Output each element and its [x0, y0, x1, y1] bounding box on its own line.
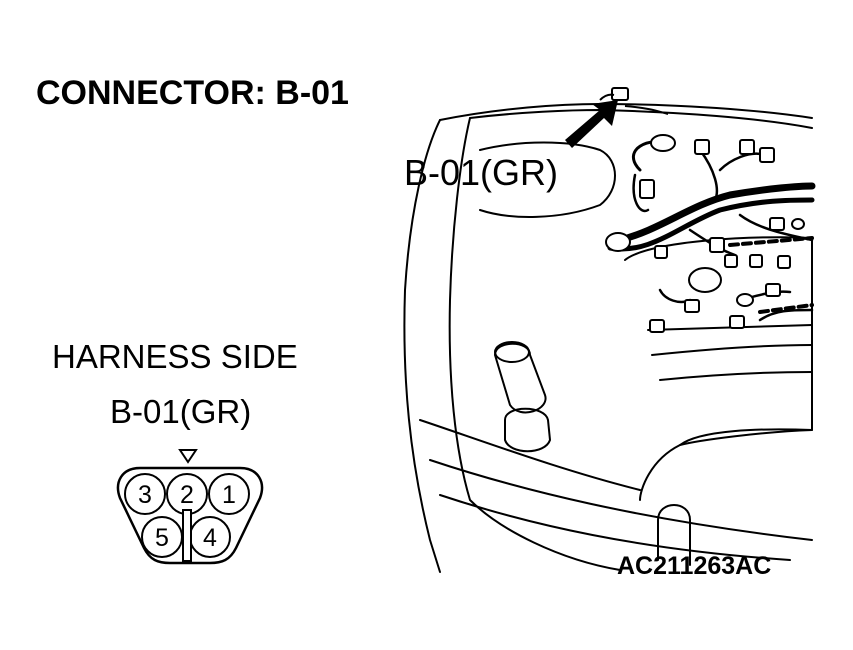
figure-code: AC211263AC — [617, 552, 772, 580]
pin-5-label: 5 — [155, 524, 169, 552]
locking-rib — [182, 509, 192, 562]
page-title: CONNECTOR: B-01 — [36, 74, 349, 112]
fender-outline — [403, 119, 441, 573]
hood-edge-inner — [469, 109, 813, 129]
pin-4-label: 4 — [203, 524, 217, 552]
pin-2-label: 2 — [180, 481, 194, 509]
inner-fender — [448, 117, 621, 571]
orientation-mark — [178, 449, 198, 464]
pin-1-label: 1 — [222, 481, 236, 509]
reservoir-lower — [504, 407, 551, 453]
harness-connector-code: B-01(GR) — [110, 393, 252, 430]
reservoir — [494, 342, 547, 414]
callout-label: B-01(GR) — [404, 152, 559, 193]
lower-pillar — [657, 504, 691, 566]
callout-arrow — [565, 100, 618, 148]
engine-block — [624, 236, 813, 501]
main-harness — [616, 182, 816, 244]
pin-3-label: 3 — [138, 481, 152, 509]
connector-face: 1 2 3 4 5 — [116, 449, 264, 565]
strut-area — [479, 141, 616, 218]
harness-side-label: HARNESS SIDE — [52, 338, 298, 375]
